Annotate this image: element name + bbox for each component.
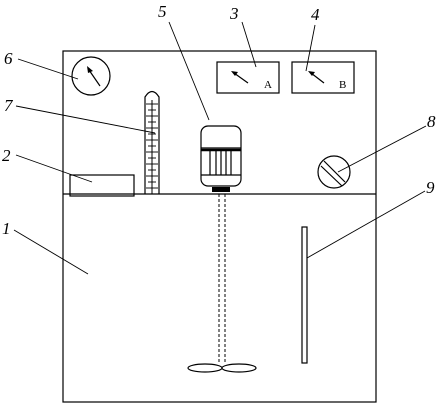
meter-a-letter: A	[264, 79, 272, 91]
label-1: 1	[2, 219, 11, 238]
label-5: 5	[158, 2, 167, 21]
meter-b: B	[291, 61, 355, 94]
stirrer-propeller	[187, 363, 257, 373]
label-3: 3	[229, 4, 239, 23]
label-8: 8	[427, 112, 436, 131]
housing-outline	[62, 50, 377, 403]
pressure-gauge	[71, 56, 111, 96]
control-box	[69, 174, 135, 197]
control-dial	[317, 155, 351, 189]
leader-lines	[13, 21, 427, 275]
meter-b-letter: B	[339, 79, 346, 91]
heating-rod	[301, 226, 308, 364]
stirrer-shaft	[218, 194, 226, 364]
label-9: 9	[426, 178, 435, 197]
label-2: 2	[2, 146, 11, 165]
meter-a: A	[216, 61, 280, 94]
thermometer	[144, 90, 160, 194]
label-7: 7	[4, 96, 14, 115]
stirrer-motor	[200, 125, 242, 192]
label-6: 6	[4, 49, 13, 68]
label-4: 4	[311, 5, 320, 24]
